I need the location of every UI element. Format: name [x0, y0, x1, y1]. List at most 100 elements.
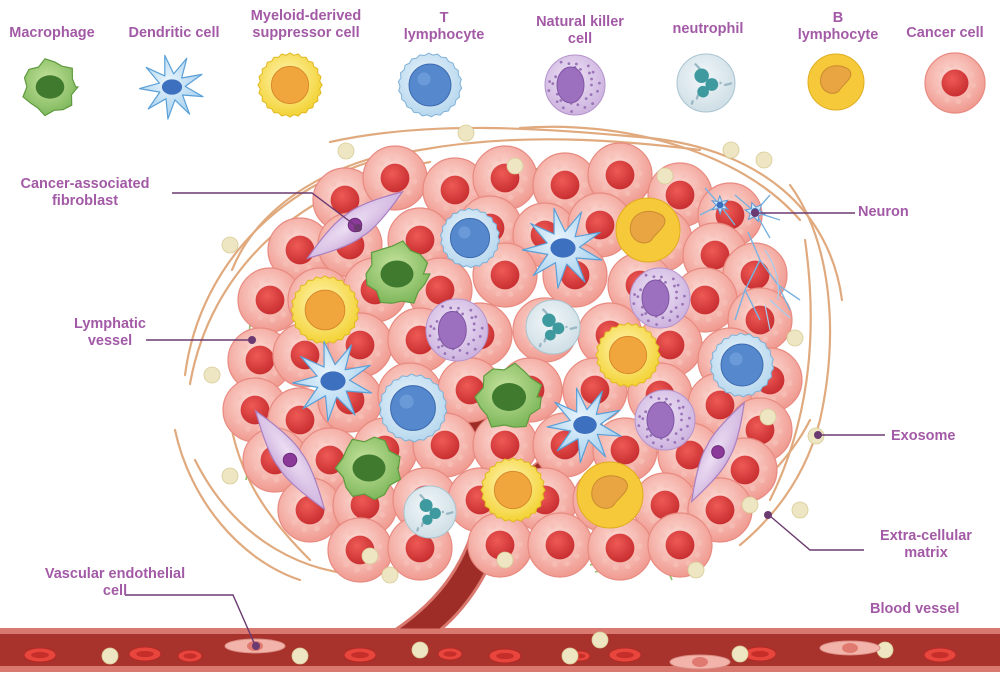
exosome [722, 141, 740, 159]
exosome [656, 167, 674, 185]
exosome [791, 501, 809, 519]
mdsc-cell [257, 52, 323, 118]
exosome [457, 124, 475, 142]
label-lymphatic-line2: vessel [87, 333, 133, 349]
legend-label-macrophage: Macrophage [9, 25, 95, 41]
legend-label-nk: Natural killer cell [520, 14, 640, 48]
red-blood-cell [23, 647, 57, 663]
blood-vessel-wall-top [0, 628, 1000, 634]
exosome [411, 641, 429, 659]
exosome [741, 496, 759, 514]
natural-killer-cell [544, 54, 606, 116]
label-caf-line2: fibroblast [51, 193, 119, 209]
exosome [759, 408, 777, 426]
cancer-cell [924, 52, 986, 114]
label-lymphatic-line1: Lymphatic [74, 316, 146, 332]
exosome [101, 647, 119, 665]
cancer-associated-fibroblast [690, 400, 746, 504]
legend-label-mdsc-line1: Myeloid-derived [250, 8, 362, 24]
mdsc-cell [480, 457, 546, 523]
callout-line-exosome [814, 431, 885, 439]
exosome [221, 236, 239, 254]
callout-line-ecm [764, 511, 864, 551]
neutrophil [403, 485, 457, 539]
cancer-cell [647, 512, 713, 578]
label-neuron: Neuron [858, 204, 909, 220]
dendritic-cell [521, 207, 603, 289]
macrophage [22, 58, 80, 117]
callout-line-caf [172, 192, 362, 232]
cancer-cell [587, 515, 653, 581]
label-extracellular-matrix: Extra-cellular matrix [866, 528, 986, 562]
b-lymphocyte [807, 53, 865, 111]
red-blood-cell [177, 649, 203, 663]
t-lymphocyte [709, 332, 775, 398]
callout-line-neuron [751, 209, 855, 217]
dendritic-cell [139, 54, 204, 120]
label-ecm-line2: matrix [904, 545, 948, 561]
exosome [731, 645, 749, 663]
blood-vessel-wall-bottom [0, 666, 1000, 672]
exosome [687, 561, 705, 579]
legend-label-dendritic: Dendritic cell [128, 25, 220, 41]
b-lymphocyte [615, 197, 681, 263]
exosome [755, 151, 773, 169]
exosome [361, 547, 379, 565]
cancer-associated-fibroblast [254, 409, 326, 511]
legend-label-mdsc-line2: suppressor cell [252, 25, 360, 41]
exosome [591, 631, 609, 649]
cancer-cell [527, 512, 593, 578]
label-blood-vessel: Blood vessel [870, 601, 960, 617]
t-lymphocyte [397, 52, 463, 118]
red-blood-cell [437, 647, 463, 661]
mdsc-cell [290, 275, 360, 345]
natural-killer-cell [634, 389, 696, 451]
label-vascular-line1: Vascular endothelial [44, 566, 186, 582]
red-blood-cell [608, 647, 642, 663]
macrophage [474, 362, 543, 428]
label-vascular-endothelial-cell: Vascular endothelial cell [20, 566, 210, 600]
callout-line-lymphatic [146, 336, 256, 344]
neutrophil [525, 299, 581, 355]
red-blood-cell [128, 646, 162, 662]
cancer-cell [267, 217, 333, 283]
vascular-endothelial-cell [669, 654, 731, 670]
legend-label-t-cell-line2: lymphocyte [403, 27, 485, 43]
macrophage [334, 436, 402, 501]
legend-label-mdsc: Myeloid-derived suppressor cell [240, 8, 372, 42]
exosome [561, 647, 579, 665]
label-cancer-associated-fibroblast: Cancer-associated fibroblast [10, 176, 160, 210]
label-caf-line1: Cancer-associated [20, 176, 150, 192]
dendritic-cell [291, 340, 373, 422]
exosome [786, 329, 804, 347]
red-blood-cell [923, 647, 957, 663]
exosome [203, 366, 221, 384]
legend-label-neutrophil: neutrophil [672, 21, 744, 37]
legend-label-cancer: Cancer cell [906, 25, 984, 41]
dendritic-cell [546, 387, 622, 464]
legend-label-b-cell: B lymphocyte [786, 10, 890, 44]
legend-label-nk-line2: cell [567, 31, 593, 47]
label-ecm-line1: Extra-cellular [880, 528, 972, 544]
red-blood-cell [743, 646, 777, 662]
legend-label-t-cell: T lymphocyte [392, 10, 496, 44]
red-blood-cell [343, 647, 377, 663]
exosome [291, 647, 309, 665]
legend-label-b-cell-line2: lymphocyte [797, 27, 879, 43]
label-vascular-line2: cell [102, 583, 128, 599]
natural-killer-cell [425, 298, 489, 362]
macrophage [365, 240, 431, 304]
cancer-cell [672, 267, 738, 333]
t-lymphocyte [439, 207, 501, 269]
exosome [496, 551, 514, 569]
mdsc-cell [595, 322, 661, 388]
b-lymphocyte [576, 461, 644, 529]
callout-line-vascular [125, 594, 260, 650]
exosome [337, 142, 355, 160]
natural-killer-cell [629, 267, 691, 329]
cancer-cell [467, 512, 533, 578]
exosome [506, 157, 524, 175]
legend-label-t-cell-line1: T [439, 10, 449, 26]
